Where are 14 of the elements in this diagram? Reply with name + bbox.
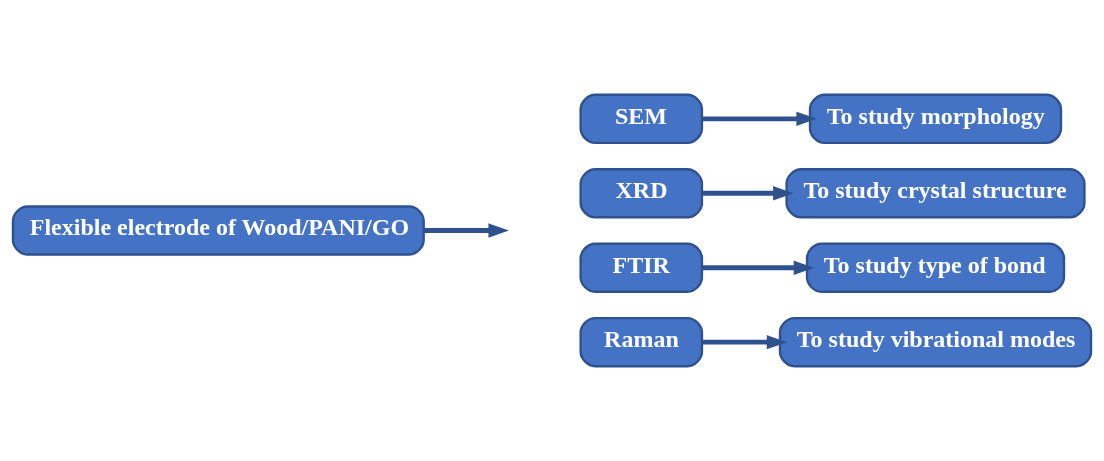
node-box: XRD (579, 168, 704, 219)
arrow (702, 260, 815, 275)
arrow (702, 335, 788, 350)
arrow (702, 111, 817, 126)
arrow (423, 223, 509, 238)
node-box: FTIR (579, 242, 704, 293)
node-box: To study morphology (808, 93, 1063, 145)
node-box: To study crystal structure (785, 168, 1086, 219)
node-box: Flexible electrode of Wood/PANI/GO (11, 205, 425, 256)
node-box: To study vibrational modes (778, 316, 1093, 368)
node-box: Raman (579, 316, 704, 368)
node-box: To study type of bond (805, 242, 1066, 293)
node-box: SEM (579, 93, 704, 145)
arrow (702, 186, 794, 201)
